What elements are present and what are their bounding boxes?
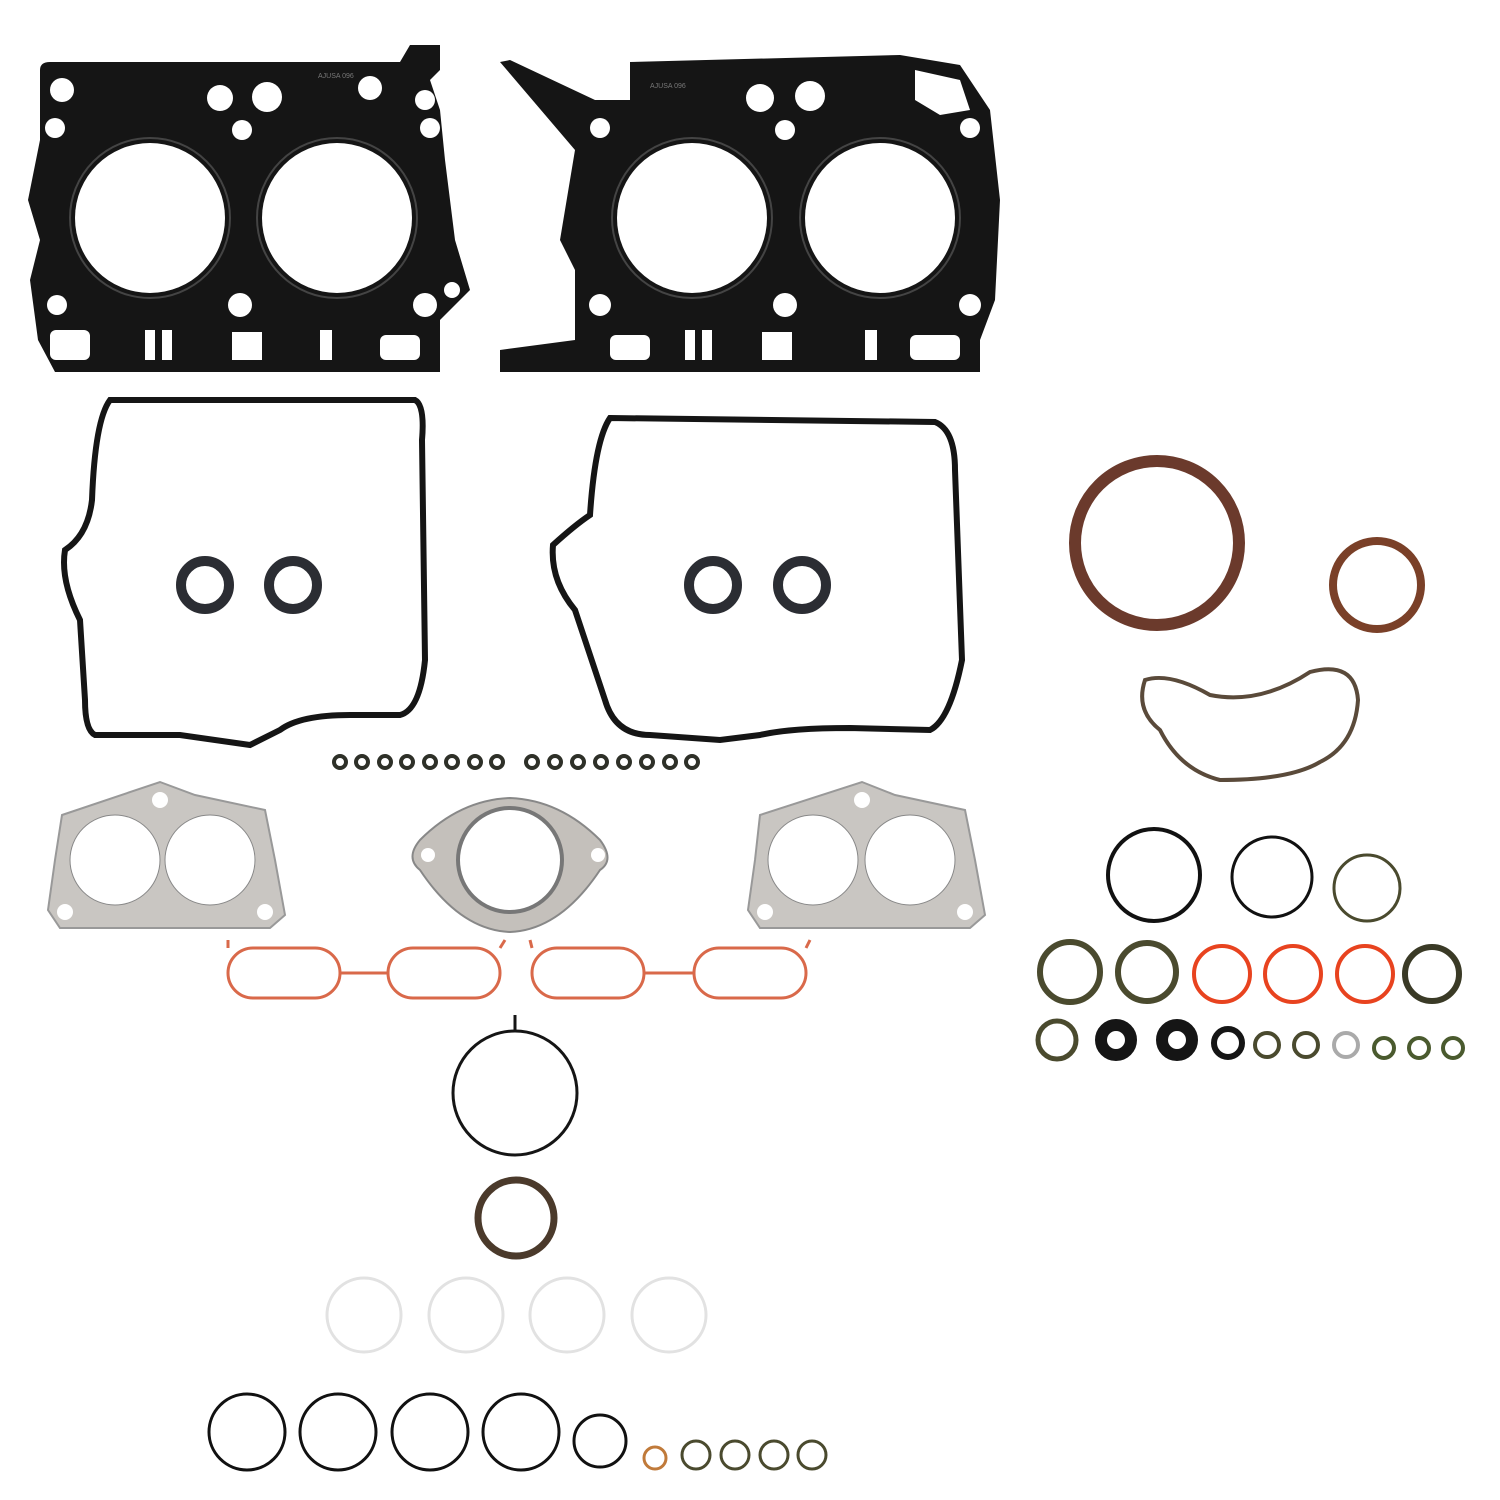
front-crank-seal <box>1329 537 1425 633</box>
exhaust-gasket-left <box>46 780 287 929</box>
valve-cover-gasket-left <box>61 397 429 749</box>
clear-rings <box>325 1276 708 1354</box>
intake-manifold-gasket-left <box>226 939 507 1000</box>
black-o-rings-bottom <box>207 1392 628 1472</box>
o-rings-large <box>1106 827 1402 923</box>
small-o-rings-bottom <box>680 1439 828 1471</box>
seal-ring-brown <box>474 1176 558 1260</box>
copper-washer <box>642 1445 668 1471</box>
head-gasket-left: AJUSA 096 <box>28 45 470 372</box>
o-rings-middle-row <box>1037 939 1462 1005</box>
oil-pump-gasket <box>1140 667 1361 783</box>
intake-manifold-gasket-right <box>528 939 812 1000</box>
head-gasket-left-stamp: AJUSA 096 <box>318 73 354 80</box>
throttle-body-gasket <box>451 1015 579 1157</box>
valve-cover-gasket-right <box>549 414 966 744</box>
exhaust-gasket-center <box>411 796 609 934</box>
o-rings-small-row <box>1035 1018 1465 1062</box>
exhaust-gasket-right <box>746 780 987 929</box>
head-gasket-right-stamp: AJUSA 096 <box>650 83 686 90</box>
head-gasket-right: AJUSA 096 <box>500 55 1000 372</box>
rear-main-seal <box>1069 455 1245 631</box>
valve-cover-washers <box>332 754 700 770</box>
spark-plug-tube-seals <box>176 556 831 614</box>
